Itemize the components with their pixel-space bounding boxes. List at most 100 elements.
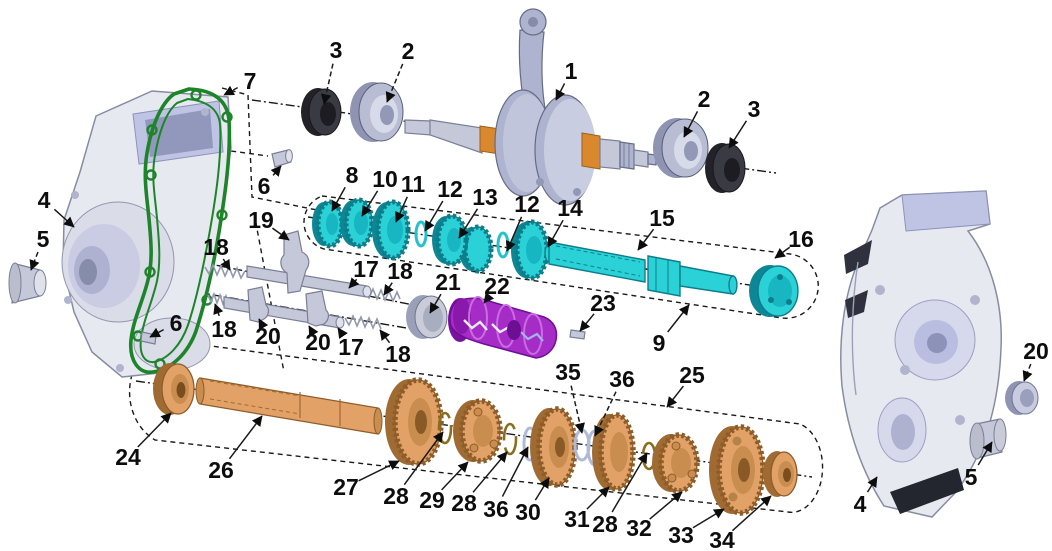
callout-number: 6 xyxy=(170,310,183,336)
callout-bushing-left: 5 xyxy=(29,226,50,271)
callout-number: 28 xyxy=(383,483,409,509)
callout-washer: 35 xyxy=(555,359,585,434)
circlip-28b xyxy=(502,422,518,456)
callout-circlip: 28 xyxy=(451,451,508,516)
leader-line xyxy=(649,491,683,520)
callout-number: 17 xyxy=(353,256,379,282)
callout-number: 17 xyxy=(338,334,364,360)
callout-shift-drum: 22 xyxy=(483,273,510,304)
leader-line xyxy=(270,165,282,177)
leader-line xyxy=(228,415,263,460)
callout-dowel-top: 6 xyxy=(258,165,282,199)
right-crankcase xyxy=(840,190,1002,518)
callout-countershaft: 26 xyxy=(208,415,263,483)
callout-double-gear: 13 xyxy=(458,184,498,239)
callout-shift-fork-upper: 19 xyxy=(248,207,290,241)
callout-shift-fork-lower: 20 xyxy=(305,325,331,355)
callout-number: 14 xyxy=(557,195,583,221)
callout-crankshaft: 1 xyxy=(555,58,578,101)
leader-line xyxy=(683,111,699,138)
callout-number: 15 xyxy=(649,205,675,231)
leader-line xyxy=(220,258,231,271)
shift-fork-20b xyxy=(305,290,330,327)
callout-number: 22 xyxy=(484,273,510,299)
callout-fork-shaft-upper: 17 xyxy=(348,256,379,289)
callout-number: 2 xyxy=(698,86,711,112)
leader-line xyxy=(458,208,479,239)
spring-18d xyxy=(344,313,382,331)
callout-mainshaft-group: 9 xyxy=(653,304,690,356)
bushing-left xyxy=(8,262,47,304)
callout-gear: 11 xyxy=(395,171,426,223)
leader-line xyxy=(728,120,748,149)
callout-number: 7 xyxy=(244,68,257,94)
leader-line xyxy=(379,329,391,344)
callout-circlip: 28 xyxy=(383,431,444,509)
leader-line xyxy=(320,63,334,105)
callout-number: 3 xyxy=(330,37,343,63)
leader-line xyxy=(866,476,878,493)
callout-number: 31 xyxy=(564,506,590,532)
callout-number: 20 xyxy=(255,323,281,349)
callout-number: 10 xyxy=(372,166,398,192)
callout-spring: 18 xyxy=(211,303,237,342)
leader-line xyxy=(611,452,648,513)
crank-pin-right xyxy=(581,132,601,170)
leader-line xyxy=(337,327,348,340)
callout-washer: 12 xyxy=(424,176,463,232)
leader-line xyxy=(424,200,444,232)
callout-gear: 29 xyxy=(419,461,469,513)
leader-line xyxy=(383,282,394,296)
leader-line xyxy=(385,63,404,103)
callout-number: 28 xyxy=(592,511,618,537)
callout-number: 36 xyxy=(609,366,635,392)
callout-number: 13 xyxy=(472,184,498,210)
callout-number: 28 xyxy=(451,490,477,516)
callout-shift-fork-lower: 20 xyxy=(255,318,281,349)
callout-dowel-bottom: 6 xyxy=(149,310,183,338)
dowel-pin-top xyxy=(271,149,293,168)
shift-drum-22 xyxy=(448,296,558,359)
callout-bearing-right: 2 xyxy=(683,86,711,138)
bearing-20-right xyxy=(1005,381,1039,415)
leader-line xyxy=(570,385,585,434)
mainshaft-15 xyxy=(544,241,738,297)
callout-pin: 23 xyxy=(579,290,616,332)
callout-number: 9 xyxy=(653,330,666,356)
plug-right xyxy=(969,418,1007,460)
bearing-left xyxy=(350,82,404,142)
leader-line xyxy=(223,85,239,96)
callout-number: 18 xyxy=(387,258,413,284)
gasket xyxy=(128,87,232,374)
leader-line xyxy=(547,219,564,248)
leader-line xyxy=(258,318,269,331)
leader-line xyxy=(213,303,224,317)
callout-number: 11 xyxy=(401,171,426,197)
callout-bearing: 34 xyxy=(709,495,772,551)
shift-fork-19 xyxy=(280,230,310,294)
leader-line xyxy=(348,277,360,289)
callout-mainshaft: 15 xyxy=(637,205,675,251)
callout-number: 5 xyxy=(965,464,978,490)
callout-number: 4 xyxy=(854,491,867,517)
leader-line xyxy=(555,83,566,101)
countershaft-group-outline xyxy=(128,337,824,513)
callout-number: 20 xyxy=(305,329,331,355)
leader-line xyxy=(149,327,165,338)
callout-washer: 12 xyxy=(505,191,540,252)
crankshaft xyxy=(404,8,657,206)
leader-line xyxy=(666,385,684,408)
leader-line xyxy=(308,325,319,338)
callout-number: 6 xyxy=(258,173,271,199)
leader-line xyxy=(395,196,408,223)
callout-fork-shaft-lower: 17 xyxy=(337,327,364,360)
leader-line xyxy=(358,460,400,482)
callout-bearing: 21 xyxy=(429,269,461,314)
callout-number: 34 xyxy=(709,527,735,551)
washer-12a xyxy=(414,220,428,248)
countershaft-parts xyxy=(153,363,798,516)
leader-line xyxy=(29,251,40,271)
leader-line xyxy=(667,304,690,333)
